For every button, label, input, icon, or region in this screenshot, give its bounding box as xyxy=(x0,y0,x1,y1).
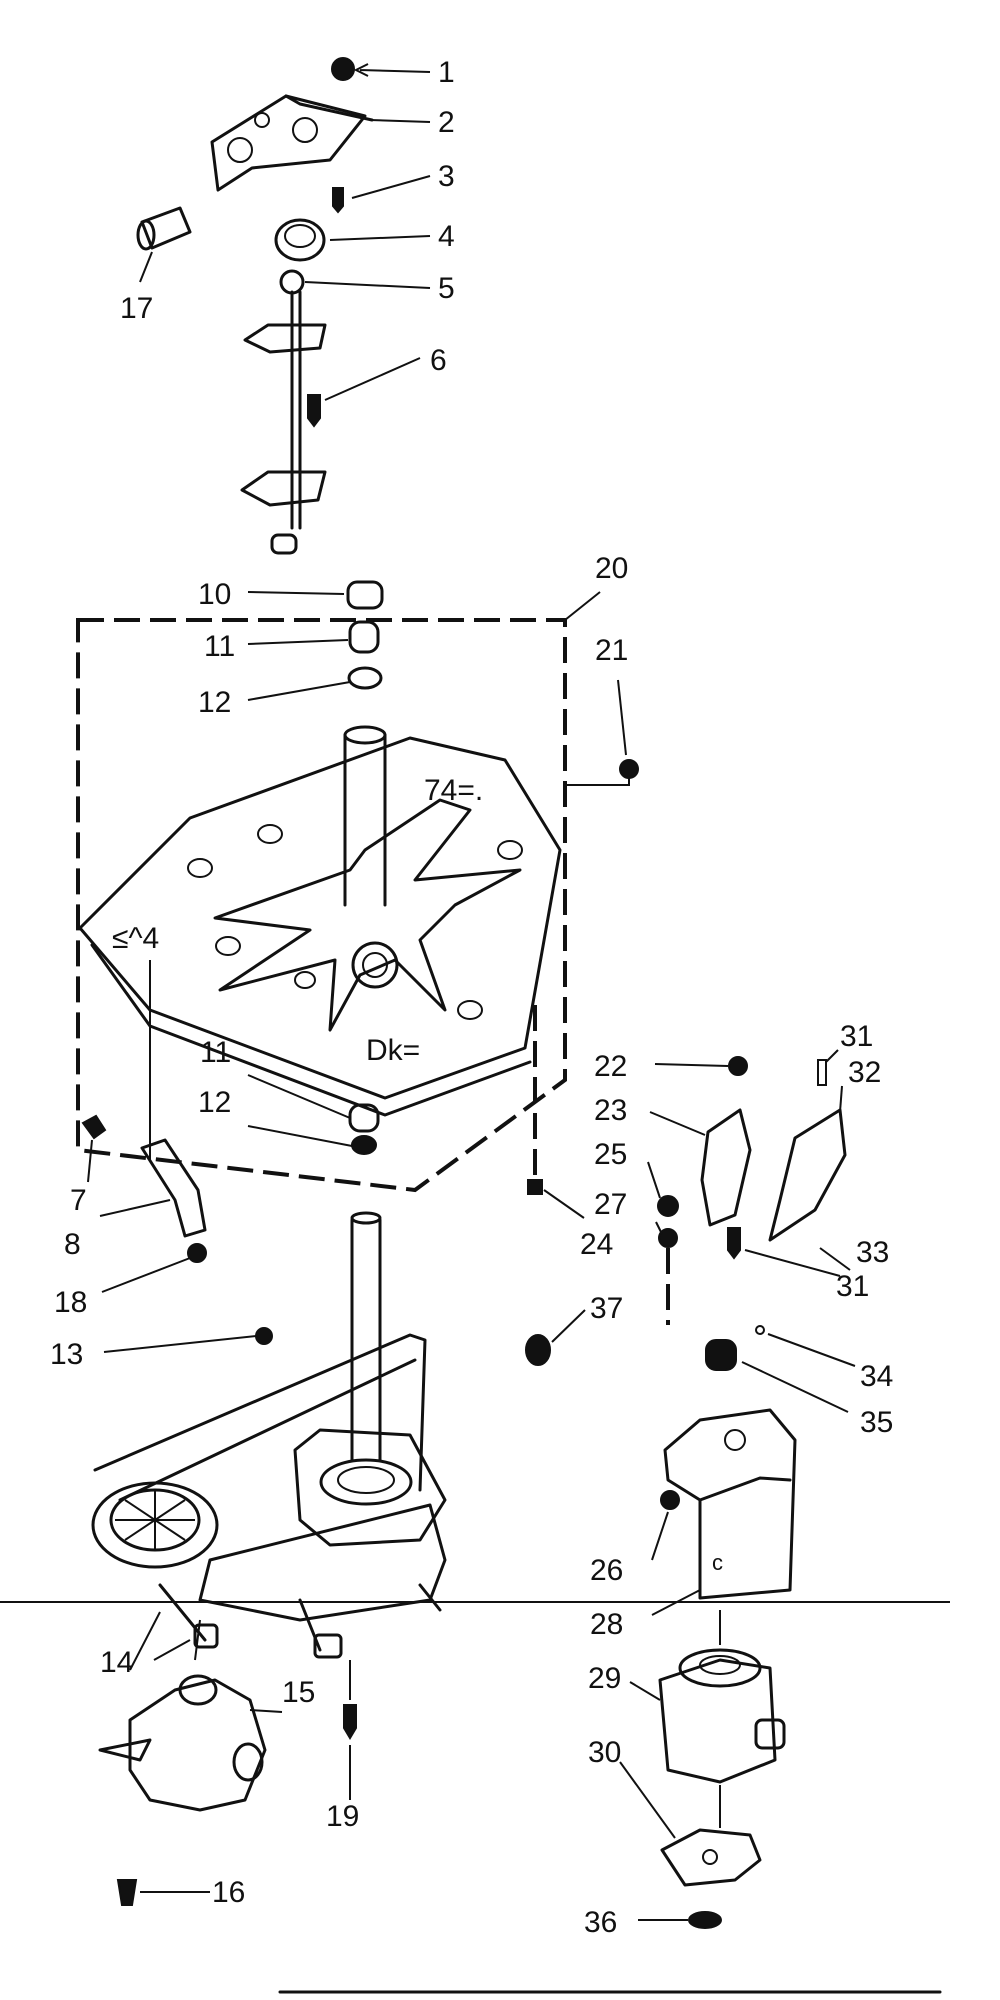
plate-mark-bottom: Dk= xyxy=(366,1034,420,1067)
part-12-washer xyxy=(347,666,383,690)
callout-8: 8 xyxy=(64,1228,81,1261)
callout-3: 3 xyxy=(438,160,455,193)
part-29-motor xyxy=(658,1610,786,1784)
part-19-screw xyxy=(343,1660,357,1740)
callout-4: 4 xyxy=(438,220,455,253)
callout-10: 10 xyxy=(198,578,231,611)
part-16-screw xyxy=(116,1879,138,1906)
callout-36: 36 xyxy=(584,1906,617,1939)
callout-28: 28 xyxy=(590,1608,623,1641)
part-27-nut xyxy=(658,1228,678,1325)
callout-5: 5 xyxy=(438,272,455,305)
callout-32: 32 xyxy=(848,1056,881,1089)
callout-13: 13 xyxy=(50,1338,83,1371)
part-17-roller xyxy=(136,206,192,251)
callout-16: 16 xyxy=(212,1876,245,1909)
part-18-nut xyxy=(187,1243,207,1263)
part-4-bushing xyxy=(274,218,326,262)
part-24-nut xyxy=(527,1005,543,1195)
part-30-plate xyxy=(660,1785,762,1887)
callout-18: 18 xyxy=(54,1286,87,1319)
callout-2: 2 xyxy=(438,106,455,139)
callout-37: 37 xyxy=(590,1292,623,1325)
callout-33: 33 xyxy=(856,1236,889,1269)
callout-11-upper: 11 xyxy=(204,630,235,663)
part-22-nut xyxy=(728,1056,748,1076)
part-28-switch-housing: c xyxy=(663,1408,797,1600)
callout-31-upper: 31 xyxy=(840,1020,873,1053)
callout-labels: 1 2 3 4 5 6 17 10 11 12 20 21 11 12 7 8 … xyxy=(50,56,893,1939)
callout-21: 21 xyxy=(595,634,628,667)
callout-27: 27 xyxy=(594,1188,627,1221)
part-1-ball xyxy=(331,57,355,81)
callout-30: 30 xyxy=(588,1736,621,1769)
part-15-pump xyxy=(98,1611,267,1812)
part-21-nut xyxy=(565,759,639,786)
leader-lines xyxy=(87,63,856,1921)
part-8-strap xyxy=(140,960,207,1238)
svg-text:c: c xyxy=(712,1550,723,1575)
part-23-bracket xyxy=(700,1108,752,1227)
part-12-lower-washer xyxy=(351,1135,377,1155)
callout-11-lower: 11 xyxy=(200,1036,231,1069)
callout-1: 1 xyxy=(438,56,455,89)
callout-7: 7 xyxy=(70,1184,87,1217)
part-7-clip xyxy=(81,1114,107,1140)
callout-26: 26 xyxy=(590,1554,623,1587)
callout-12-lower: 12 xyxy=(198,1086,231,1119)
callout-31-lower: 31 xyxy=(836,1270,869,1303)
callout-20: 20 xyxy=(595,552,628,585)
part-2-bracket xyxy=(210,94,374,192)
part-32-bracket xyxy=(768,1059,847,1242)
callout-29: 29 xyxy=(588,1662,621,1695)
callout-17: 17 xyxy=(120,292,153,325)
part-3-screw xyxy=(332,187,344,214)
part-11-lower-bearing xyxy=(348,1103,380,1133)
part-10-nut xyxy=(346,580,384,610)
callout-19: 19 xyxy=(326,1800,359,1833)
callout-25: 25 xyxy=(594,1138,627,1171)
plate-mark-left: ≤^4 xyxy=(112,922,159,955)
part-11-bearing xyxy=(348,620,380,654)
part-25-nut xyxy=(657,1195,679,1217)
part-35-cap xyxy=(705,1339,737,1371)
part-37-nut xyxy=(525,1334,551,1366)
callout-15: 15 xyxy=(282,1676,315,1709)
part-34-pin xyxy=(755,1325,765,1335)
callout-6: 6 xyxy=(430,344,447,377)
plate-mark-top: 74=. xyxy=(424,774,483,807)
callout-14: 14 xyxy=(100,1646,133,1679)
group-20-outline xyxy=(76,618,567,1193)
part-36-washer xyxy=(688,1911,722,1929)
callout-34: 34 xyxy=(860,1360,893,1393)
callout-24: 24 xyxy=(580,1228,613,1261)
part-6-screw xyxy=(307,394,321,428)
part-5-shaft-assembly xyxy=(240,269,327,555)
part-13-ball xyxy=(255,1327,273,1345)
base-plate: 74=. ≤^4 Dk= xyxy=(78,725,562,1117)
callout-12-upper: 12 xyxy=(198,686,231,719)
part-26-nut xyxy=(660,1490,680,1510)
callout-35: 35 xyxy=(860,1406,893,1439)
callout-22: 22 xyxy=(594,1050,627,1083)
callout-23: 23 xyxy=(594,1094,627,1127)
transmission-assembly xyxy=(91,1211,447,1659)
part-31-screw xyxy=(727,1227,741,1260)
